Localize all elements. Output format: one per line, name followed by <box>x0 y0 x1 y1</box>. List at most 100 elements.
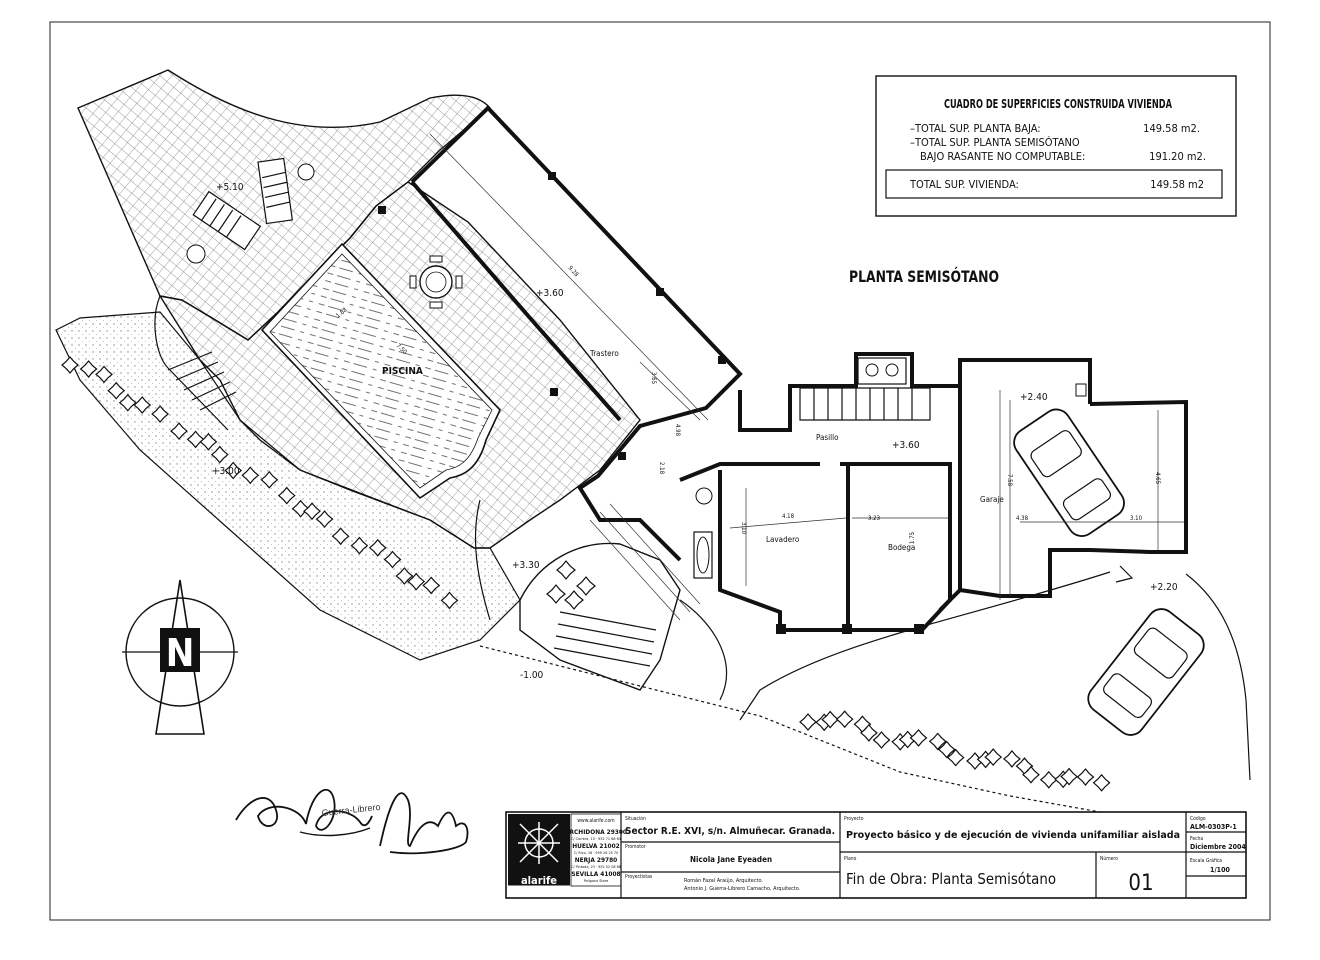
shrub-icon <box>440 591 459 610</box>
driveway-car <box>1087 608 1205 736</box>
shrub-icon <box>303 502 321 521</box>
shrub-icon <box>576 576 596 596</box>
office-city: HUELVA 21002 <box>572 842 619 850</box>
shrub-icon <box>821 710 840 729</box>
level-mark: -1.00 <box>520 670 544 681</box>
shrub-icon <box>859 723 878 742</box>
promotor-value: Nicola Jane Eyeaden <box>690 855 772 864</box>
shrub-icon <box>383 550 402 569</box>
situacion-label: Situación <box>625 815 646 822</box>
room-label-laundry: Lavadero <box>766 535 800 544</box>
shrub-icon <box>291 499 310 518</box>
shrub-icon <box>946 748 965 767</box>
escala-value: 1/100 <box>1210 866 1230 874</box>
shrub-icon <box>151 405 170 423</box>
fecha-label: Fecha <box>1190 836 1203 842</box>
fecha-value: Diciembre 2004 <box>1190 843 1246 851</box>
entrance-stairs <box>474 499 728 701</box>
shrub-icon <box>241 466 260 485</box>
shrub-icon <box>186 430 205 449</box>
proyecto-label: Proyecto <box>844 816 864 822</box>
level-mark: +3.60 <box>536 288 564 299</box>
level-mark: +5.10 <box>216 182 244 193</box>
surface-total-value: 149.58 m2 <box>1150 178 1204 191</box>
shrub-icon <box>928 732 947 751</box>
architect-signatures: Guerra-Librero <box>235 788 469 855</box>
shrub-icon <box>224 461 243 480</box>
shrub-icon <box>61 356 79 374</box>
shrub-icon <box>1022 765 1040 784</box>
surface-row-label: BAJO RASANTE NO COMPUTABLE: <box>920 150 1085 163</box>
shrub-icon <box>799 713 817 731</box>
surface-total-label: TOTAL SUP. VIVIENDA: <box>909 178 1019 191</box>
driveway <box>739 565 1251 781</box>
shrub-icon <box>79 360 98 378</box>
shrub-icon <box>422 576 441 595</box>
level-mark: +2.20 <box>1150 582 1178 593</box>
shrub-icon <box>170 422 188 441</box>
street-hedge <box>546 560 1111 792</box>
shrub-icon <box>118 393 137 412</box>
north-arrow: N <box>122 579 238 735</box>
surface-row-label: –TOTAL SUP. PLANTA SEMISÓTANO <box>910 136 1080 149</box>
plano-label: Plano <box>844 856 857 862</box>
dimension-label: 2.18 <box>658 462 665 475</box>
shrub-icon <box>368 538 387 557</box>
office-city: ARCHIDONA 29300 <box>565 828 627 836</box>
room-label-garage: Garaje <box>980 495 1004 504</box>
shrub-icon <box>546 584 566 604</box>
surface-row-value: 191.20 m2. <box>1149 150 1206 163</box>
promotor-label: Promotor <box>625 844 646 850</box>
architect-name: Román Fazal Araújo, Arquitecto. <box>684 877 763 884</box>
numero-label: Número <box>1100 855 1118 862</box>
shrub-icon <box>407 572 426 591</box>
shrub-icon <box>277 486 296 505</box>
shrub-icon <box>984 748 1003 767</box>
hall-and-rooms <box>679 352 1092 634</box>
shrub-icon <box>1092 773 1111 792</box>
shrub-icon <box>210 445 229 464</box>
dimension-label: 3.10 <box>1130 515 1143 522</box>
plan-title: PLANTA SEMISÓTANO <box>849 267 999 286</box>
room-label-pool: PISCINA <box>382 366 423 377</box>
shrub-icon <box>966 752 984 770</box>
shrub-icon <box>872 731 891 749</box>
dimension-label: 1.75 <box>909 532 916 544</box>
dimension-label: 7.58 <box>1006 474 1013 487</box>
shrub-icon <box>331 527 350 546</box>
company-website: www.alarife.com <box>577 818 614 824</box>
dimension-label: 4.65 <box>1154 472 1161 484</box>
escala-label: Escala Gráfica <box>1190 857 1222 864</box>
shrub-icon <box>564 590 584 610</box>
codigo-label: Código <box>1190 815 1206 822</box>
shrub-icon <box>556 560 576 580</box>
surface-table: CUADRO DE SUPERFICIES CONSTRUIDA VIVIEND… <box>875 75 1237 217</box>
situacion-value: Sector R.E. XVI, s/n. Almuñecar. Granada… <box>625 826 835 837</box>
dimension-label: 4.38 <box>1016 515 1029 522</box>
sheet-number: 01 <box>1128 871 1153 896</box>
office-city: NERJA 29780 <box>575 856 617 864</box>
shrub-icon <box>1002 749 1021 768</box>
level-mark: +3.30 <box>512 560 540 571</box>
shrub-icon <box>315 510 334 529</box>
shrub-icon <box>395 567 414 585</box>
codigo-value: ALM-0303P-1 <box>1190 823 1237 831</box>
office-city: SEVILLA 41008 <box>571 870 620 878</box>
room-label-storage: Trastero <box>589 349 619 358</box>
proyectistas-label: Proyectistas <box>625 874 653 880</box>
pool <box>260 242 501 500</box>
level-mark: +3.00 <box>212 466 240 477</box>
shrub-icon <box>898 730 917 749</box>
surface-row-label: –TOTAL SUP. PLANTA BAJA: <box>910 122 1041 135</box>
garden-hedge <box>61 356 459 610</box>
garage <box>938 383 1188 612</box>
shrub-icon <box>835 710 854 729</box>
sheet-border <box>49 21 1271 921</box>
shrub-icon <box>1039 770 1058 789</box>
office-detail: C/ Rico, 16 · 959 28 25 70 <box>574 850 619 855</box>
room-label-cellar: Bodega <box>888 543 915 552</box>
shrub-icon <box>133 396 152 414</box>
plano-value: Fin de Obra: Planta Semisótano <box>846 870 1056 888</box>
room-label-hall: Pasillo <box>816 433 839 442</box>
